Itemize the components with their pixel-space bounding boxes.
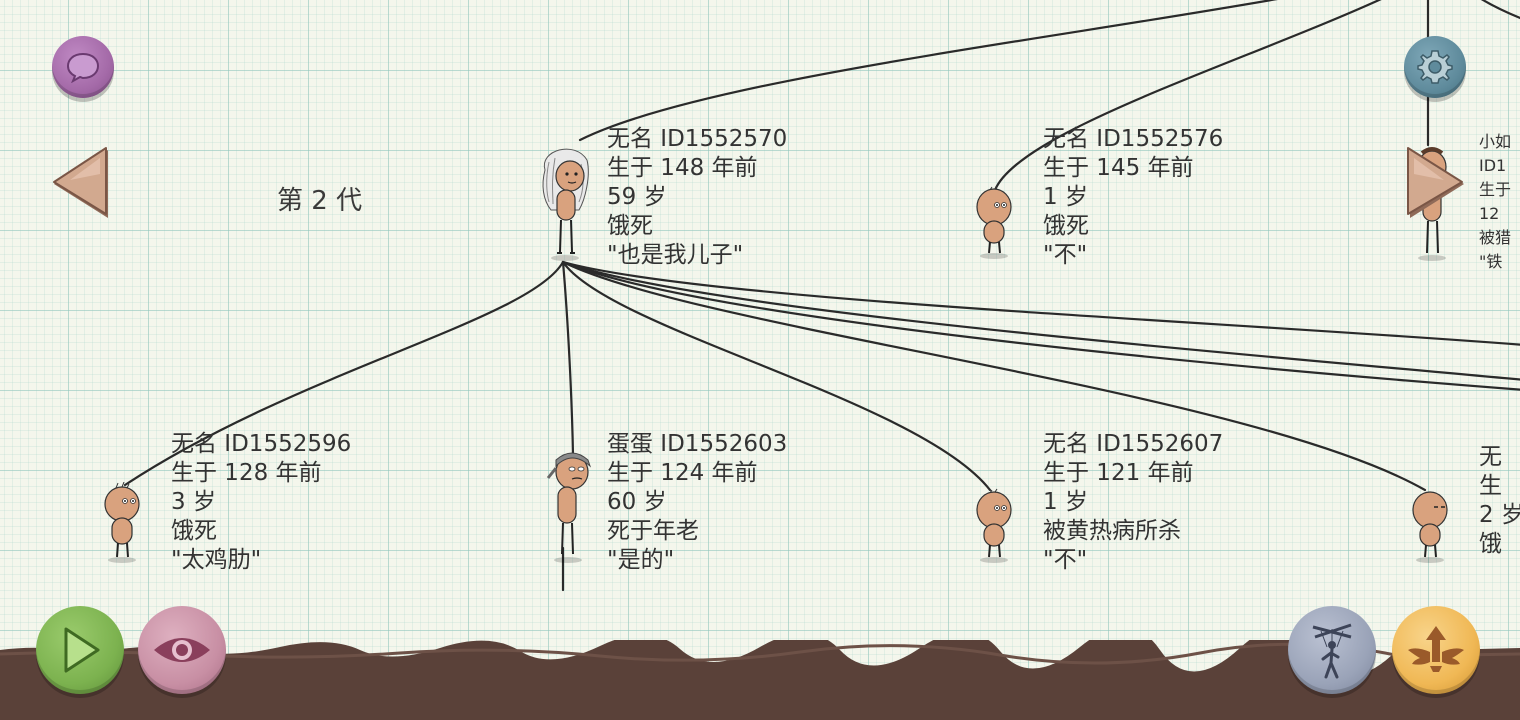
ascend-button[interactable] bbox=[1392, 606, 1480, 694]
person-death: 饿死 bbox=[171, 518, 217, 544]
puppet-button[interactable] bbox=[1288, 606, 1376, 694]
marionette-icon bbox=[1312, 623, 1352, 679]
person-id: ID1 bbox=[1479, 156, 1507, 175]
play-button[interactable] bbox=[36, 606, 124, 694]
person-death: 被猎 bbox=[1479, 228, 1512, 247]
person-death: 饿死 bbox=[607, 213, 653, 239]
person-quote: "铁 bbox=[1479, 252, 1503, 271]
right-arrow-icon bbox=[1407, 147, 1464, 218]
view-button[interactable] bbox=[138, 606, 226, 694]
generation-label: 第 2 代 bbox=[277, 186, 363, 216]
person-info-partial: 无 生 2 岁 饿 bbox=[1479, 443, 1520, 559]
person-birth: 生于 128 年前 bbox=[171, 460, 322, 486]
person-info-1552576: 无名 ID1552576 生于 145 年前 1 岁 饿死 "不" bbox=[1043, 125, 1223, 270]
person-figure-child[interactable] bbox=[1406, 488, 1454, 564]
person-figure-baby[interactable] bbox=[970, 488, 1018, 564]
next-generation-button[interactable] bbox=[1404, 146, 1468, 222]
person-birth: 生于 148 年前 bbox=[607, 155, 758, 181]
person-age: 12 bbox=[1479, 204, 1500, 223]
chat-button[interactable] bbox=[52, 36, 114, 98]
settings-button[interactable] bbox=[1404, 36, 1466, 98]
gear-icon bbox=[1417, 50, 1453, 84]
person-quote: "也是我儿子" bbox=[607, 242, 744, 268]
person-info-1552596: 无名 ID1552596 生于 128 年前 3 岁 饿死 "太鸡肋" bbox=[171, 430, 351, 575]
play-icon bbox=[64, 627, 100, 673]
prev-generation-button[interactable] bbox=[50, 146, 114, 222]
person-age: 1 岁 bbox=[1043, 489, 1088, 515]
person-death: 饿死 bbox=[1043, 213, 1089, 239]
person-birth: 生于 145 年前 bbox=[1043, 155, 1194, 181]
person-info-1552570: 无名 ID1552570 生于 148 年前 59 岁 饿死 "也是我儿子" bbox=[607, 125, 787, 270]
person-birth: 生于 bbox=[1479, 180, 1512, 199]
person-figure-baby[interactable] bbox=[970, 185, 1018, 260]
person-figure-child[interactable] bbox=[98, 482, 146, 564]
person-info-1552607: 无名 ID1552607 生于 121 年前 1 岁 被黄热病所杀 "不" bbox=[1043, 430, 1223, 575]
person-figure-old-gray-hair[interactable] bbox=[535, 140, 595, 262]
person-age: 60 岁 bbox=[607, 489, 667, 515]
person-quote: "太鸡肋" bbox=[171, 547, 262, 573]
eye-icon bbox=[154, 638, 210, 662]
person-birth: 生 bbox=[1479, 473, 1502, 499]
person-age: 2 岁 bbox=[1479, 502, 1520, 528]
person-name-id: 小如 bbox=[1479, 132, 1512, 151]
person-age: 59 岁 bbox=[607, 184, 667, 210]
person-info-1552603: 蛋蛋 ID1552603 生于 124 年前 60 岁 死于年老 "是的" bbox=[607, 430, 787, 575]
winged-arrow-icon bbox=[1408, 626, 1464, 672]
speech-bubble-icon bbox=[66, 52, 100, 83]
person-name-id: 无名 ID1552570 bbox=[607, 126, 788, 152]
person-death: 饿 bbox=[1479, 531, 1502, 557]
person-death: 被黄热病所杀 bbox=[1043, 518, 1181, 544]
person-name-id: 蛋蛋 ID1552603 bbox=[607, 431, 788, 457]
ground-dirt bbox=[0, 640, 1520, 720]
person-figure-elder[interactable] bbox=[542, 450, 598, 565]
person-death: 死于年老 bbox=[607, 518, 699, 544]
person-birth: 生于 124 年前 bbox=[607, 460, 758, 486]
person-name-id: 无名 ID1552576 bbox=[1043, 126, 1224, 152]
left-arrow-icon bbox=[53, 147, 108, 218]
person-quote: "是的" bbox=[607, 547, 675, 573]
person-name-id: 无 bbox=[1479, 444, 1502, 470]
person-age: 3 岁 bbox=[171, 489, 216, 515]
person-age: 1 岁 bbox=[1043, 184, 1088, 210]
person-quote: "不" bbox=[1043, 242, 1088, 268]
person-info-partial: 小如 ID1 生于 12 被猎 "铁 bbox=[1479, 130, 1511, 274]
person-birth: 生于 121 年前 bbox=[1043, 460, 1194, 486]
person-quote: "不" bbox=[1043, 547, 1088, 573]
person-name-id: 无名 ID1552596 bbox=[171, 431, 352, 457]
person-name-id: 无名 ID1552607 bbox=[1043, 431, 1224, 457]
